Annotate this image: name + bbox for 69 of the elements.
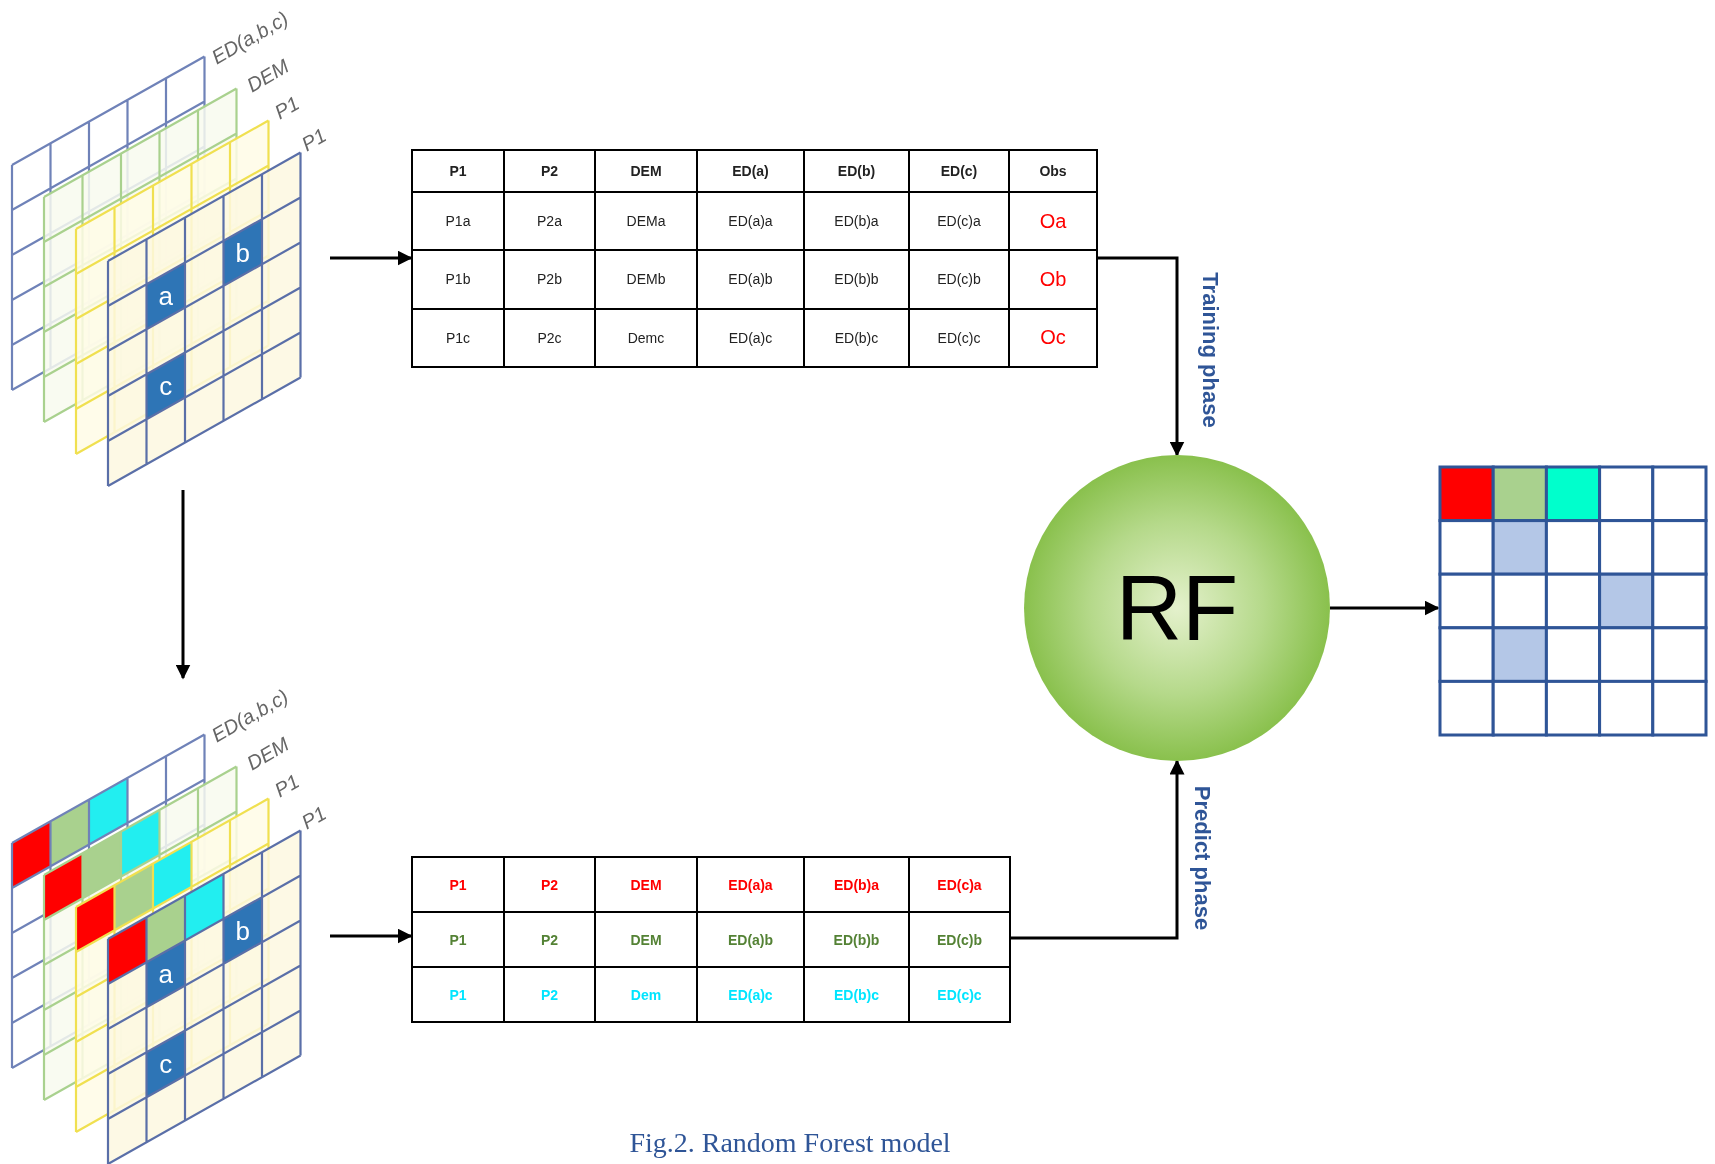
table-cell: Demc: [595, 308, 697, 367]
table-cell: DEM: [595, 912, 697, 967]
table-cell: P1: [412, 857, 504, 912]
header-cell: P1: [412, 150, 504, 192]
output-grid-drawing: [1438, 465, 1708, 737]
table-cell: ED(c)c: [909, 967, 1010, 1022]
table-cell: P2: [504, 857, 595, 912]
table-cell: P1b: [412, 250, 504, 309]
arrow: [1009, 759, 1185, 940]
header-cell: ED(c): [909, 150, 1009, 192]
arrow: [1097, 256, 1185, 457]
cell-label: c: [159, 372, 173, 399]
table-cell: Dem: [595, 967, 697, 1022]
table-cell: P2a: [504, 192, 595, 251]
data-table: [411, 149, 1098, 368]
table-cell: P1: [412, 912, 504, 967]
table-cell: ED(c)b: [909, 912, 1010, 967]
header-cell: ED(a): [697, 150, 804, 192]
model-label: RF: [1115, 562, 1239, 654]
table-cell: ED(a)a: [697, 192, 804, 251]
table-cell: ED(b)a: [804, 192, 909, 251]
table-cell: P2: [504, 912, 595, 967]
table-cell: ED(c)a: [909, 857, 1010, 912]
table-cell: ED(a)a: [697, 857, 804, 912]
table-cell: ED(c)a: [909, 192, 1009, 251]
layer-label: P1: [297, 801, 331, 835]
table-cell: ED(c)b: [909, 250, 1009, 309]
arrow: [330, 928, 413, 944]
cell-label: a: [158, 960, 173, 987]
edge-label: Predict phase: [1189, 785, 1215, 931]
table-cell: Oc: [1009, 308, 1097, 367]
header-cell: DEM: [595, 150, 697, 192]
table-cell: ED(b)a: [804, 857, 909, 912]
cell-label: a: [158, 282, 173, 309]
table-cell: ED(b)c: [804, 967, 909, 1022]
table-cell: P2: [504, 967, 595, 1022]
table-cell: ED(b)c: [804, 308, 909, 367]
figure-caption: Fig.2. Random Forest model: [628, 1128, 952, 1159]
arrow: [1330, 600, 1440, 616]
layer-label: P1: [270, 91, 304, 125]
table-cell: ED(a)c: [697, 967, 804, 1022]
table-cell: Oa: [1009, 192, 1097, 251]
layer-label: P1: [270, 769, 304, 803]
layer-label: P1: [297, 123, 331, 157]
arrow: [330, 250, 413, 266]
table-cell: P1a: [412, 192, 504, 251]
table-cell: ED(a)c: [697, 308, 804, 367]
table-cell: ED(c)c: [909, 308, 1009, 367]
table-cell: ED(b)b: [804, 912, 909, 967]
header-cell: Obs: [1009, 150, 1097, 192]
cell-label: c: [159, 1050, 173, 1077]
table-cell: P2c: [504, 308, 595, 367]
table-cell: P1: [412, 967, 504, 1022]
table-cell: ED(b)b: [804, 250, 909, 309]
table-cell: DEMb: [595, 250, 697, 309]
table-cell: DEMa: [595, 192, 697, 251]
table-cell: ED(a)b: [697, 912, 804, 967]
table-cell: Ob: [1009, 250, 1097, 309]
data-table: [411, 856, 1011, 1023]
table-cell: P1c: [412, 308, 504, 367]
cell-label: b: [235, 239, 250, 266]
table-cell: ED(a)b: [697, 250, 804, 309]
cell-label: b: [235, 917, 250, 944]
header-cell: ED(b): [804, 150, 909, 192]
table-cell: DEM: [595, 857, 697, 912]
arrow: [175, 490, 191, 680]
header-cell: P2: [504, 150, 595, 192]
table-cell: P2b: [504, 250, 595, 309]
edge-label: Training phase: [1197, 272, 1223, 428]
